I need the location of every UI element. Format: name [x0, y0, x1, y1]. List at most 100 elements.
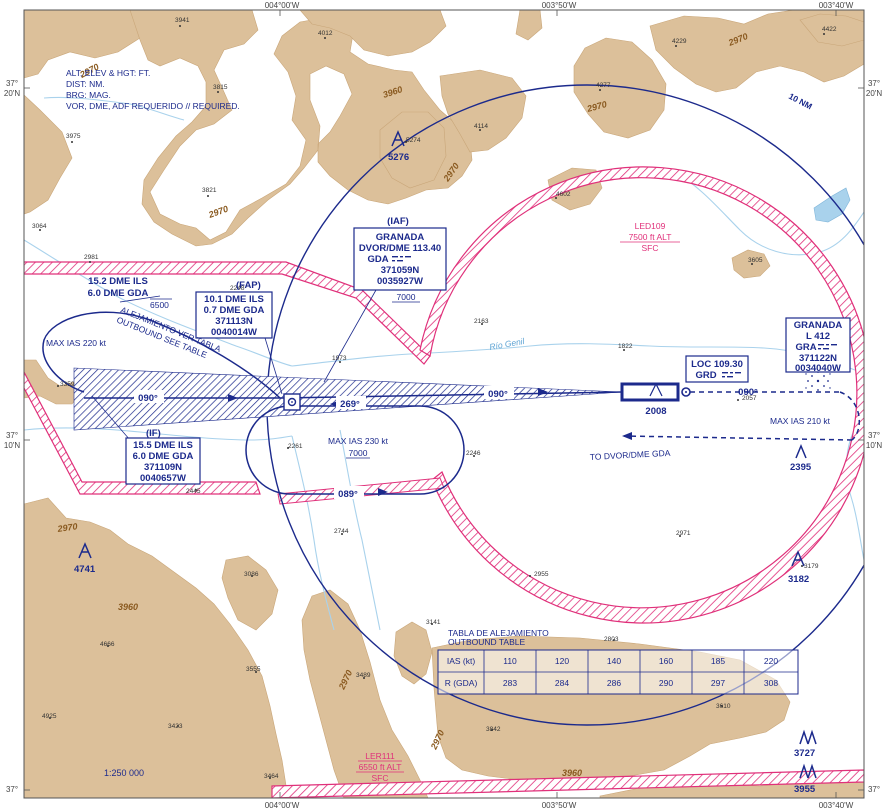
svg-text:004°00'W: 004°00'W — [265, 801, 300, 810]
svg-text:37°: 37° — [6, 431, 18, 440]
spot-elevation: 2163 — [474, 318, 489, 325]
spot-elevation: 3489 — [356, 672, 371, 679]
svg-text:6.0 DME GDA: 6.0 DME GDA — [133, 451, 194, 462]
svg-text:120: 120 — [555, 656, 569, 666]
svg-text:3359: 3359 — [60, 381, 75, 388]
spot-elevation: 3064 — [32, 223, 47, 231]
svg-text:2970: 2970 — [56, 521, 78, 534]
svg-text:290: 290 — [659, 678, 673, 688]
spot-elevation: 3555 — [246, 666, 261, 673]
svg-text:3815: 3815 — [213, 84, 228, 91]
svg-text:308: 308 — [764, 678, 778, 688]
svg-text:371109N: 371109N — [144, 462, 182, 473]
svg-text:185: 185 — [711, 656, 725, 666]
svg-text:TABLA DE ALEJAMIENTO: TABLA DE ALEJAMIENTO — [448, 628, 549, 638]
svg-text:284: 284 — [555, 678, 569, 688]
spot-elevation: 2803 — [604, 636, 619, 643]
spot-elevation: 3423 — [168, 723, 183, 730]
to-dvor-label: TO DVOR/DME GDA — [590, 448, 671, 462]
spot-elevation: 2981 — [84, 254, 99, 263]
river-label: Río Genil — [489, 336, 527, 352]
spot-elevation: 5274 — [405, 137, 421, 144]
svg-text:2803: 2803 — [604, 636, 619, 643]
spot-elevation: 2445 — [186, 488, 201, 495]
svg-text:MAX IAS 230 kt: MAX IAS 230 kt — [328, 436, 389, 446]
reservoir — [813, 187, 851, 223]
spot-elevation: 2057 — [737, 395, 757, 402]
svg-text:0035927W: 0035927W — [377, 276, 423, 287]
svg-text:(IAF): (IAF) — [387, 216, 409, 227]
svg-text:0040657W: 0040657W — [140, 473, 186, 484]
max-ias-220: MAX IAS 220 kt — [46, 338, 107, 348]
obstacle-5276: 5276 — [388, 152, 409, 163]
spot-elevation: 3815 — [213, 84, 228, 93]
svg-text:0040014W: 0040014W — [211, 327, 257, 338]
svg-text:15.2 DME ILS: 15.2 DME ILS — [88, 276, 148, 287]
spot-elevations: 3941 4012 4229 4422 3815 4277 3975 4114 … — [32, 17, 837, 780]
obstacle-3727: 3727 — [794, 748, 815, 759]
svg-text:37°: 37° — [868, 79, 880, 88]
spot-elevation: 3842 — [486, 726, 501, 733]
svg-text:6550 ft ALT: 6550 ft ALT — [359, 762, 402, 772]
max-ias-210: MAX IAS 210 kt — [770, 416, 831, 426]
ndb-label: GRANADA L 412 GRA 371122N 0034040W — [785, 317, 851, 374]
iaf-label: (IAF) GRANADA DVOR/DME 113.40 GDA 371059… — [353, 216, 447, 303]
track-labels: 090° 269° 090° 089° 090° — [134, 386, 758, 500]
svg-text:3941: 3941 — [175, 17, 190, 24]
svg-text:7000: 7000 — [349, 448, 368, 458]
svg-text:LED109: LED109 — [635, 221, 666, 231]
spot-elevation: 2971 — [676, 530, 691, 537]
svg-text:GRANADA: GRANADA — [376, 232, 425, 243]
spot-elevation: 2955 — [529, 571, 549, 578]
svg-text:3605: 3605 — [748, 257, 763, 264]
svg-text:3975: 3975 — [66, 133, 81, 140]
svg-text:3464: 3464 — [264, 773, 279, 780]
notes: ALT, ELEV & HGT: FT. DIST: NM. BRG: MAG.… — [66, 68, 240, 111]
spot-elevation: 4277 — [596, 82, 611, 91]
obstacle-icon — [795, 444, 807, 459]
obstacle-4741: 4741 — [74, 564, 96, 575]
svg-text:SFC: SFC — [372, 773, 389, 783]
if-label: (IF) 15.5 DME ILS 6.0 DME GDA 371109N 00… — [125, 428, 201, 485]
svg-text:1973: 1973 — [332, 355, 347, 362]
svg-text:3610: 3610 — [716, 703, 731, 710]
svg-text:140: 140 — [607, 656, 621, 666]
svg-text:7500 ft ALT: 7500 ft ALT — [629, 232, 672, 242]
svg-text:2445: 2445 — [186, 488, 201, 495]
spot-elevation: 3179 — [801, 563, 819, 570]
svg-text:2261: 2261 — [288, 443, 303, 450]
spot-elevation: 4114 — [474, 123, 488, 131]
svg-text:ALT, ELEV & HGT: FT.: ALT, ELEV & HGT: FT. — [66, 68, 150, 78]
spot-elevation: 4012 — [318, 30, 333, 39]
spot-elevation: 3464 — [264, 773, 279, 780]
spot-elevation: 3086 — [244, 571, 259, 578]
svg-text:2163: 2163 — [474, 318, 489, 325]
spot-elevation: 3359 — [57, 381, 75, 388]
svg-text:3423: 3423 — [168, 723, 183, 730]
ler111-label: LER111 6550 ft ALT SFC — [356, 751, 404, 783]
svg-text:3086: 3086 — [244, 571, 259, 578]
svg-text:090°: 090° — [138, 393, 158, 404]
terrain — [24, 10, 864, 798]
svg-text:003°40'W: 003°40'W — [819, 1, 854, 10]
svg-text:2744: 2744 — [334, 528, 349, 535]
svg-text:090°: 090° — [488, 389, 508, 400]
spot-elevation: 2744 — [334, 528, 349, 535]
svg-text:GRA: GRA — [795, 342, 816, 353]
svg-text:20'N: 20'N — [866, 89, 882, 98]
led109-boundary — [24, 261, 431, 365]
spot-elevation: 4602 — [555, 191, 571, 199]
missed-turn — [839, 391, 860, 441]
ndb-symbol — [805, 371, 831, 391]
svg-text:4666: 4666 — [100, 641, 115, 648]
svg-text:L 412: L 412 — [806, 331, 830, 342]
svg-text:2248: 2248 — [230, 285, 245, 292]
svg-text:37°: 37° — [6, 79, 18, 88]
spot-elevation: 4229 — [672, 38, 687, 47]
svg-text:1822: 1822 — [618, 343, 633, 350]
svg-text:0.7 DME GDA: 0.7 DME GDA — [204, 305, 265, 316]
spot-elevation: 3610 — [716, 703, 731, 710]
svg-text:160: 160 — [659, 656, 673, 666]
obstacles — [78, 130, 817, 779]
